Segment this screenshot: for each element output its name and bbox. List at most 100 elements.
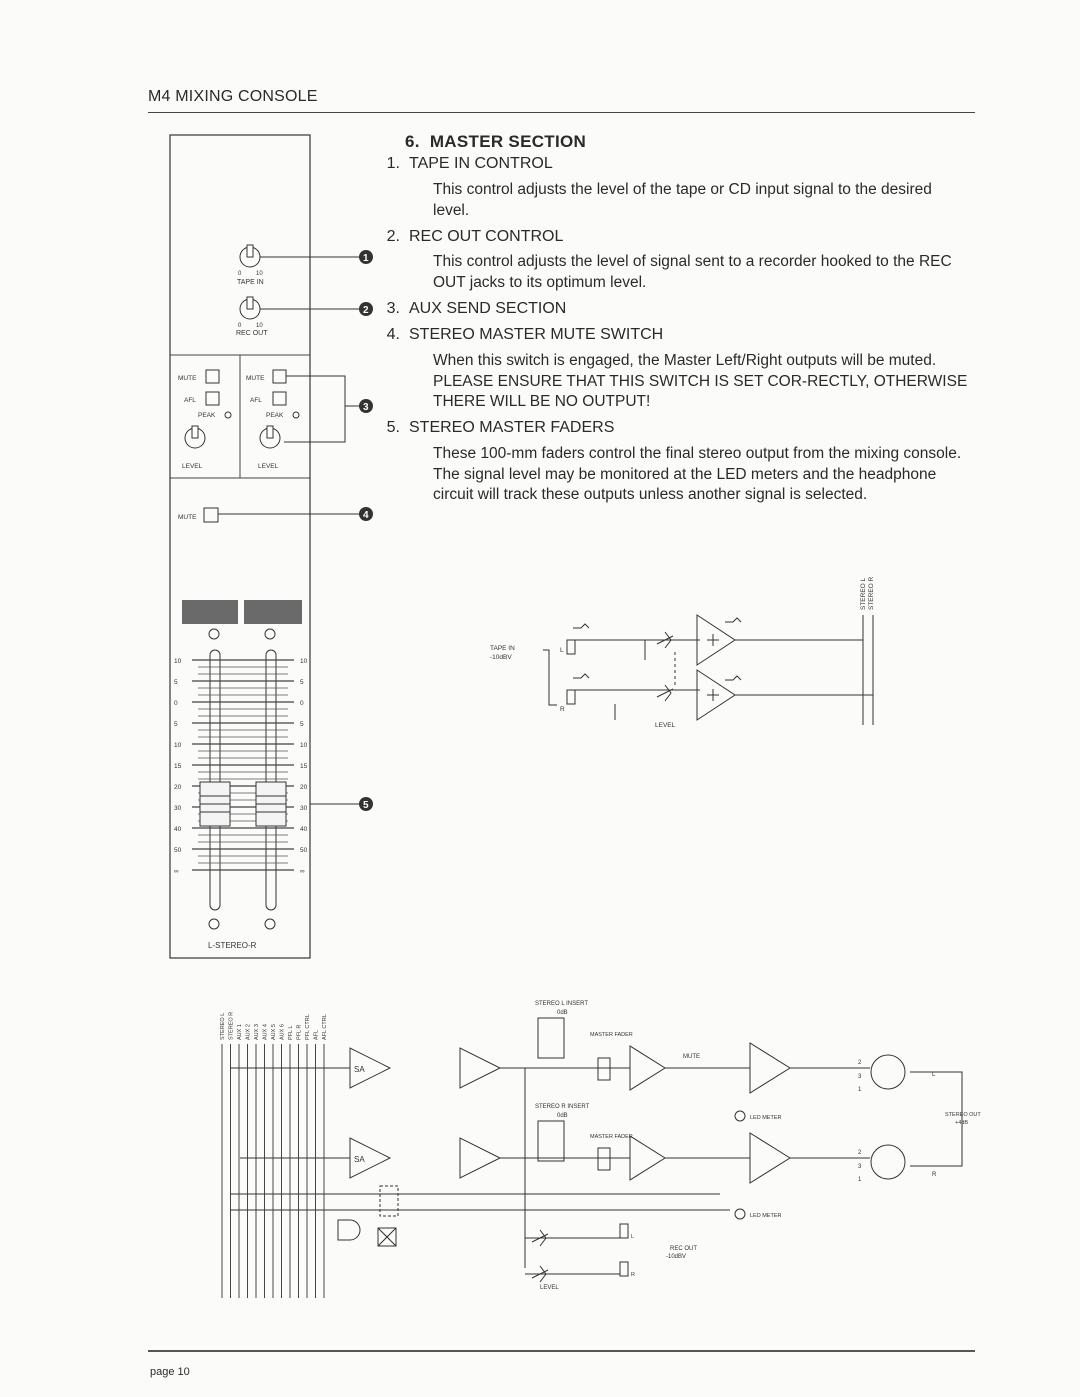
aux-right-afl-label: AFL: [250, 397, 262, 404]
fader-scale-label-left: 5: [174, 721, 178, 728]
rec-out-level: -10dBV: [666, 1254, 686, 1260]
callout-1: 1: [359, 250, 373, 264]
led-meter-left: [182, 600, 238, 624]
fader-scale-label-right: 5: [300, 679, 304, 686]
fader-scale-label-right: 50: [300, 847, 308, 854]
sa-label-l: SA: [354, 1065, 365, 1074]
tape-bus-r-label: STEREO R: [868, 576, 875, 610]
aux-left-level-label: LEVEL: [182, 463, 203, 470]
tape-in-knob-max: 10: [256, 271, 263, 277]
fader-scale-label-right: ∞: [300, 868, 305, 875]
fader-scale-label-right: 40: [300, 826, 308, 833]
tape-in-schematic: STEREO L STEREO R TAPE IN -10dBV L R LEV…: [490, 576, 875, 729]
section-title: 6. MASTER SECTION: [405, 132, 586, 152]
aux-left-peak-led: [224, 411, 232, 419]
fader-scale-label-left: 5: [174, 679, 178, 686]
out-r-label: R: [932, 1172, 937, 1178]
master-fader-r-symbol: [597, 1147, 611, 1171]
rec-out-l: L: [631, 1234, 634, 1240]
fader-scale-label-left: 30: [174, 805, 182, 812]
footer-rule: [148, 1350, 975, 1352]
xlr-out-r: [870, 1144, 906, 1180]
bus-label: STEREO R: [229, 1012, 235, 1040]
out-l-label: L: [932, 1072, 936, 1078]
aux-right-level-label: LEVEL: [258, 463, 279, 470]
stereo-out-level: +4dB: [955, 1120, 968, 1126]
page-number: page 10: [150, 1366, 190, 1378]
bus-label: AFL CTRL: [322, 1014, 328, 1040]
aux-right-peak-label: PEAK: [266, 412, 284, 419]
tape-in-knob[interactable]: [239, 244, 360, 268]
panel-outline: [169, 134, 311, 959]
bus-label: PFL CTRL: [305, 1014, 311, 1040]
aux-right-afl-switch[interactable]: [272, 391, 287, 406]
sa-label-r: SA: [354, 1155, 365, 1164]
fader-scale-label-left: 40: [174, 826, 182, 833]
aux-left-level-knob[interactable]: [184, 425, 206, 449]
callout-5: 5: [359, 797, 373, 811]
xlr-r-pin3: 3: [858, 1164, 862, 1170]
bus-label: AUX 3: [254, 1024, 260, 1040]
insert-l-label: STEREO L INSERT: [535, 1001, 588, 1007]
master-fader-l-symbol: [597, 1057, 611, 1081]
rec-level-label: LEVEL: [540, 1285, 559, 1291]
bus-label: PFL R: [297, 1025, 303, 1040]
xlr-r-pin1: 1: [858, 1177, 862, 1183]
section-number: 6.: [405, 132, 420, 151]
rec-out-knob[interactable]: [239, 296, 360, 320]
item-5-description: These 100-mm faders control the final st…: [433, 445, 962, 503]
fader-scale-label-left: 50: [174, 847, 182, 854]
aux-left-peak-label: PEAK: [198, 412, 216, 419]
right-master-fader[interactable]: [255, 781, 287, 827]
tape-in-label: TAPE IN: [490, 645, 515, 652]
xlr-out-l: [870, 1054, 906, 1090]
aux-right-level-knob[interactable]: [259, 425, 281, 449]
bus-lines: [221, 1044, 325, 1298]
svg-text:1: 1: [363, 253, 369, 264]
fader-scale-label-left: 0: [174, 700, 178, 707]
rec-out-knob-min: 0: [238, 323, 242, 329]
aux-left-mute-switch[interactable]: [205, 369, 220, 384]
aux-right-mute-switch[interactable]: [272, 369, 287, 384]
callout-3: 3: [359, 399, 373, 413]
tape-in-label: TAPE IN: [237, 279, 264, 286]
xlr-r-pin2: 2: [858, 1150, 862, 1156]
fader-scale-label-right: 0: [300, 700, 304, 707]
item-4-description: When this switch is engaged, the Master …: [433, 352, 968, 410]
fader-scale-label-left: 10: [174, 658, 182, 665]
master-mute-switch[interactable]: [203, 507, 219, 523]
fader-scale-label-left: 15: [174, 763, 182, 770]
item-1-description: This control adjusts the level of the ta…: [433, 181, 932, 219]
rec-out-label: REC OUT: [236, 330, 268, 337]
rec-out-r: R: [631, 1272, 635, 1278]
fader-scale-label-right: 5: [300, 721, 304, 728]
rec-out-label: REC OUT: [670, 1246, 697, 1252]
aux-left-mute-label: MUTE: [178, 375, 197, 382]
led-meter-l-label: LED METER: [750, 1115, 782, 1121]
left-master-fader[interactable]: [199, 781, 231, 827]
fader-scale-label-right: 10: [300, 658, 308, 665]
master-mute-label: MUTE: [178, 514, 197, 521]
insert-r-label: STEREO R INSERT: [535, 1104, 590, 1110]
mute-label: MUTE: [683, 1054, 700, 1060]
bus-label: AUX 1: [237, 1024, 243, 1040]
svg-text:2: 2: [363, 305, 369, 316]
callout-2: 2: [359, 302, 373, 316]
stereo-fader-label: L-STEREO-R: [208, 941, 257, 950]
header-title: M4 MIXING CONSOLE: [148, 88, 318, 105]
fader-scale-label-right: 20: [300, 784, 308, 791]
bus-label: AFL: [314, 1030, 320, 1040]
tape-level-label: LEVEL: [655, 722, 676, 729]
bus-label: AUX 6: [280, 1024, 286, 1040]
bus-label: AUX 2: [246, 1024, 252, 1040]
rec-out-knob-max: 10: [256, 323, 263, 329]
aux-left-afl-switch[interactable]: [205, 391, 220, 406]
aux-left-afl-label: AFL: [184, 397, 196, 404]
svg-text:3: 3: [363, 402, 369, 413]
xlr-l-pin1: 1: [858, 1087, 862, 1093]
fader-scale-label-right: 10: [300, 742, 308, 749]
stereo-out-label: STEREO OUT: [945, 1112, 981, 1118]
bus-label: STEREO L: [220, 1013, 226, 1040]
fader-scale-label-left: 10: [174, 742, 182, 749]
